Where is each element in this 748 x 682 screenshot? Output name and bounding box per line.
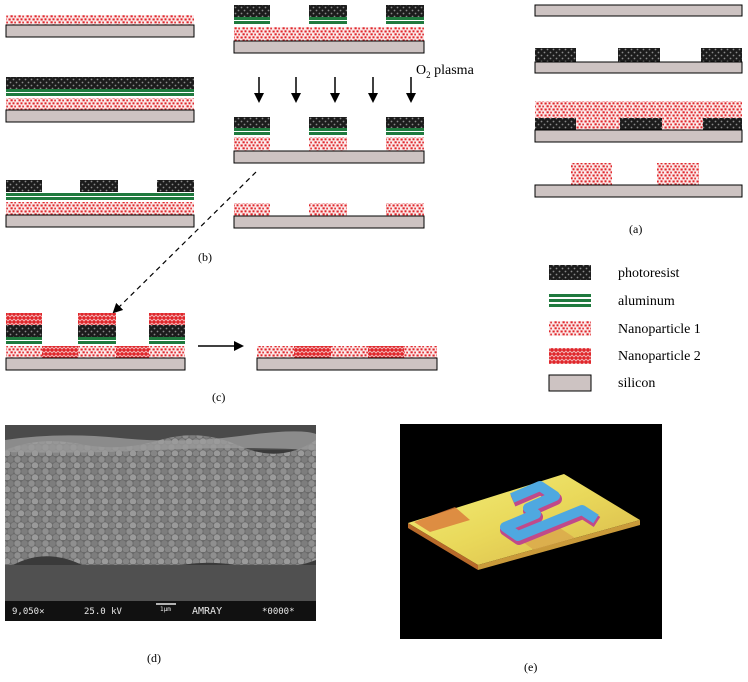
sem-magnification: 9,050× xyxy=(12,607,45,617)
panel-c-label: (c) xyxy=(212,390,225,404)
legend-label-aluminum: aluminum xyxy=(618,294,675,309)
legend: photoresist aluminum Nanoparticle 1 Nano… xyxy=(548,265,701,392)
legend-label-np2: Nanoparticle 2 xyxy=(618,349,701,364)
panel-b-step1 xyxy=(5,15,195,38)
panel-a-step4 xyxy=(534,163,743,198)
panel-b-step6 xyxy=(233,203,425,229)
panel-b-step2 xyxy=(5,77,195,123)
panel-d-label: (d) xyxy=(147,651,161,665)
panel-b-step5 xyxy=(233,117,425,164)
panel-a-step3 xyxy=(534,101,743,143)
legend-swatch-silicon xyxy=(548,374,592,392)
legend-swatch-aluminum xyxy=(549,294,591,307)
o2-plasma-arrows xyxy=(254,77,416,103)
dashed-transfer-arrow xyxy=(112,171,257,314)
panel-e-label: (e) xyxy=(524,660,537,674)
legend-label-photoresist: photoresist xyxy=(618,266,680,281)
legend-label-np1: Nanoparticle 1 xyxy=(618,322,701,337)
sem-code: *0000* xyxy=(262,607,295,617)
panel-c-right xyxy=(256,346,438,371)
sem-brand: AMRAY xyxy=(192,606,222,617)
sem-voltage: 25.0 kV xyxy=(84,607,123,617)
panel-a-label: (a) xyxy=(629,222,642,236)
legend-swatch-np1 xyxy=(549,321,591,336)
legend-swatch-photoresist xyxy=(549,265,591,280)
panel-c-left xyxy=(5,313,186,371)
panel-b-label: (b) xyxy=(198,250,212,264)
panel-b-step3 xyxy=(5,180,195,228)
o2-plasma-label: O2 plasma xyxy=(416,63,475,80)
sem-image: 9,050× 25.0 kV 1µm AMRAY *0000* xyxy=(5,425,316,621)
panel-a-step1 xyxy=(534,4,743,17)
legend-swatch-np2 xyxy=(549,348,591,364)
sem-scale: 1µm xyxy=(160,606,171,613)
profile-3d-image xyxy=(400,424,662,639)
legend-label-silicon: silicon xyxy=(618,376,655,391)
panel-b-step4 xyxy=(233,5,425,54)
panel-a-step2 xyxy=(534,48,743,74)
